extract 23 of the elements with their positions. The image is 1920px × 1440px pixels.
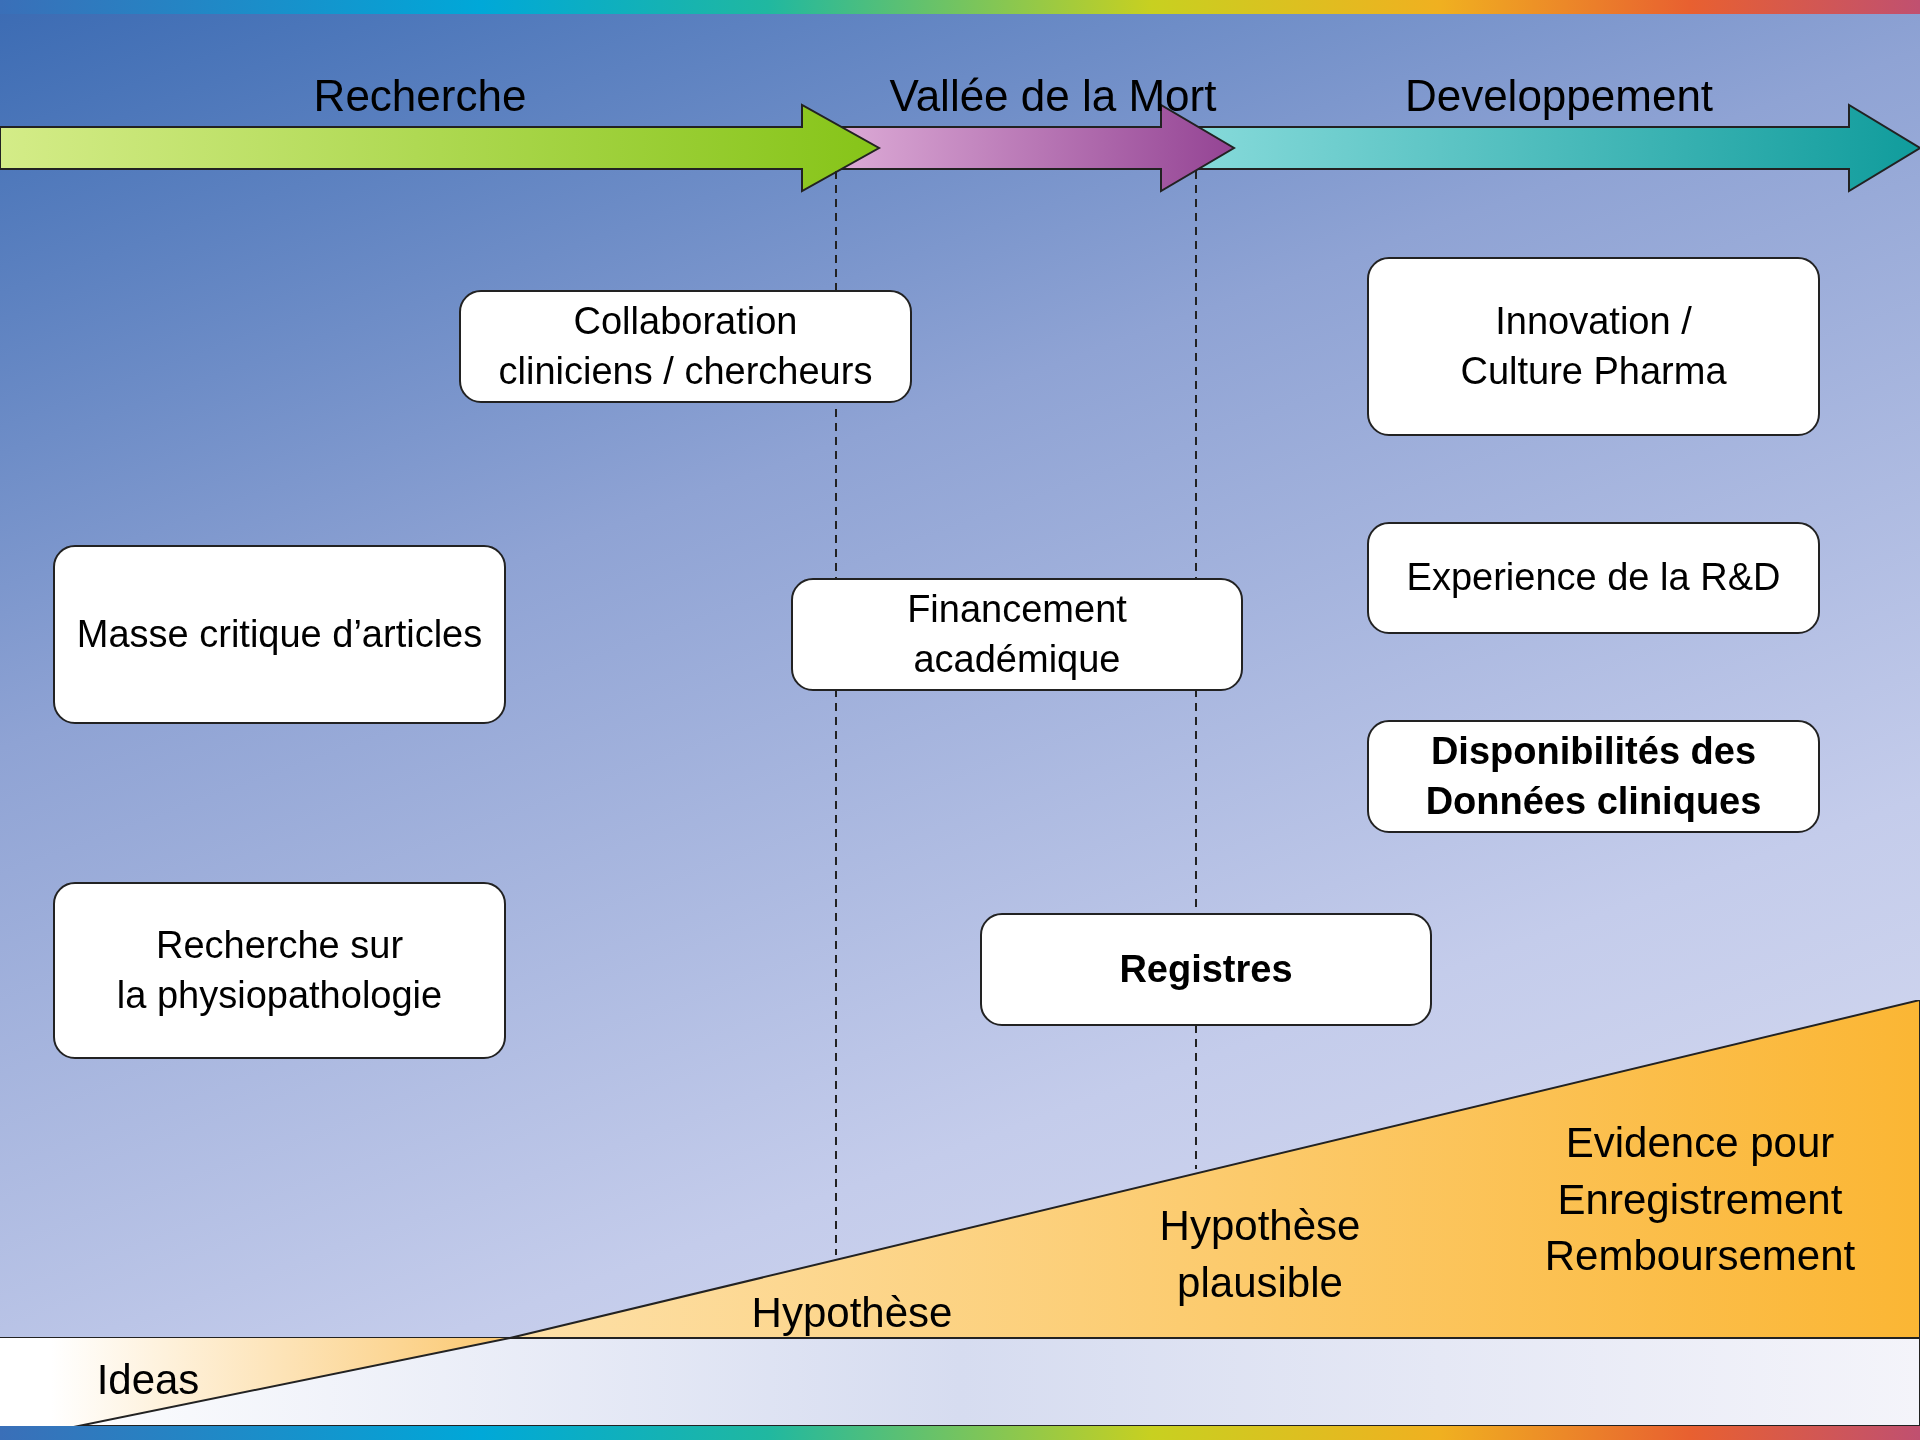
box-text: Experience de la R&D xyxy=(1406,555,1781,601)
text-box xyxy=(791,578,1243,691)
phase-label: Developpement xyxy=(1404,72,1714,121)
text-box xyxy=(1367,720,1820,833)
phase-label: Recherche xyxy=(313,72,527,121)
phase-label: Vallée de la Mort xyxy=(889,72,1217,121)
text-box xyxy=(459,290,912,403)
text-box xyxy=(1367,522,1820,634)
box-text: Innovation / Culture Pharma xyxy=(1459,299,1728,394)
box-text: Masse critique d’articles xyxy=(76,611,483,657)
box-text: Disponibilités des Données cliniques xyxy=(1424,729,1763,824)
text-box xyxy=(980,913,1432,1026)
wedge-label: Hypothèse xyxy=(750,1287,954,1338)
text-box xyxy=(1367,257,1820,436)
text-box xyxy=(53,882,506,1059)
wedge-label: Hypothèse plausible xyxy=(1158,1201,1362,1308)
text-box xyxy=(53,545,506,724)
wedge-label: Evidence pour Enregistrement Remboursement xyxy=(1543,1117,1857,1282)
box-text: Collaboration cliniciens / chercheurs xyxy=(497,299,874,394)
box-text: Recherche sur la physiopathologie xyxy=(115,923,444,1018)
wedge-label: Ideas xyxy=(95,1354,201,1405)
box-text: Financement académique xyxy=(906,587,1128,682)
box-text: Registres xyxy=(1119,946,1293,992)
